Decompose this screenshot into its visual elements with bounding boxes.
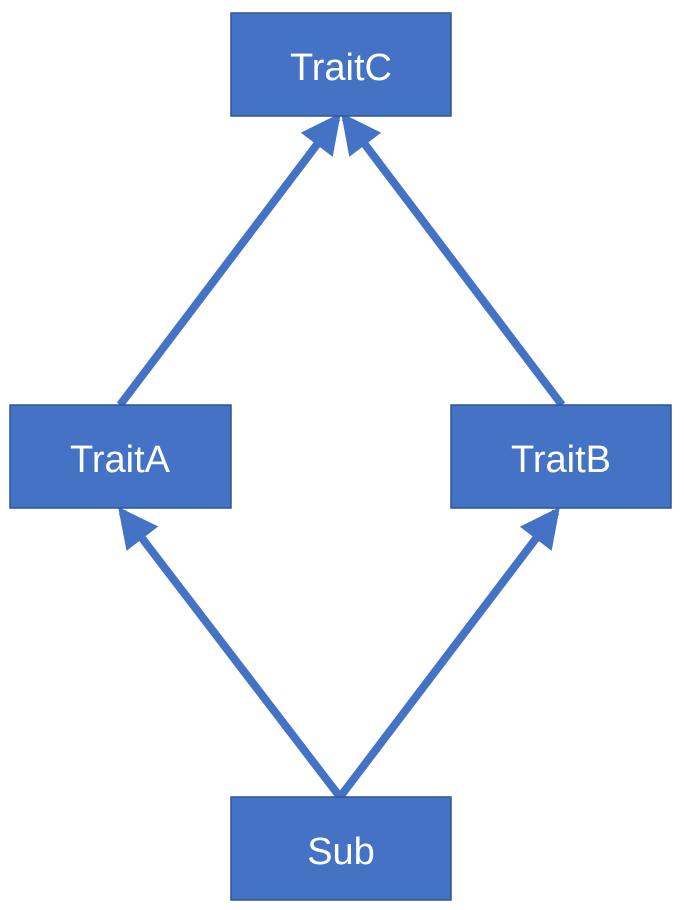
arrow-traitb-to-traitc	[341, 112, 566, 408]
node-traitc-box	[230, 12, 452, 117]
node-sub-box	[230, 796, 452, 901]
node-traita: TraitA	[9, 404, 232, 509]
node-sub: Sub	[230, 796, 452, 901]
arrow-traita-to-traitc	[116, 112, 341, 408]
node-traitb-label: TraitB	[511, 439, 611, 481]
arrow-sub-to-traita	[118, 506, 344, 800]
node-traita-label: TraitA	[70, 439, 171, 481]
node-traitb-box	[450, 404, 672, 509]
node-traitb: TraitB	[450, 404, 672, 509]
node-sub-label: Sub	[307, 831, 375, 873]
edges	[116, 112, 566, 800]
node-traitc: TraitC	[230, 12, 452, 117]
node-traita-box	[9, 404, 232, 509]
arrow-sub-to-traitb	[336, 506, 560, 800]
node-traitc-label: TraitC	[290, 47, 392, 89]
